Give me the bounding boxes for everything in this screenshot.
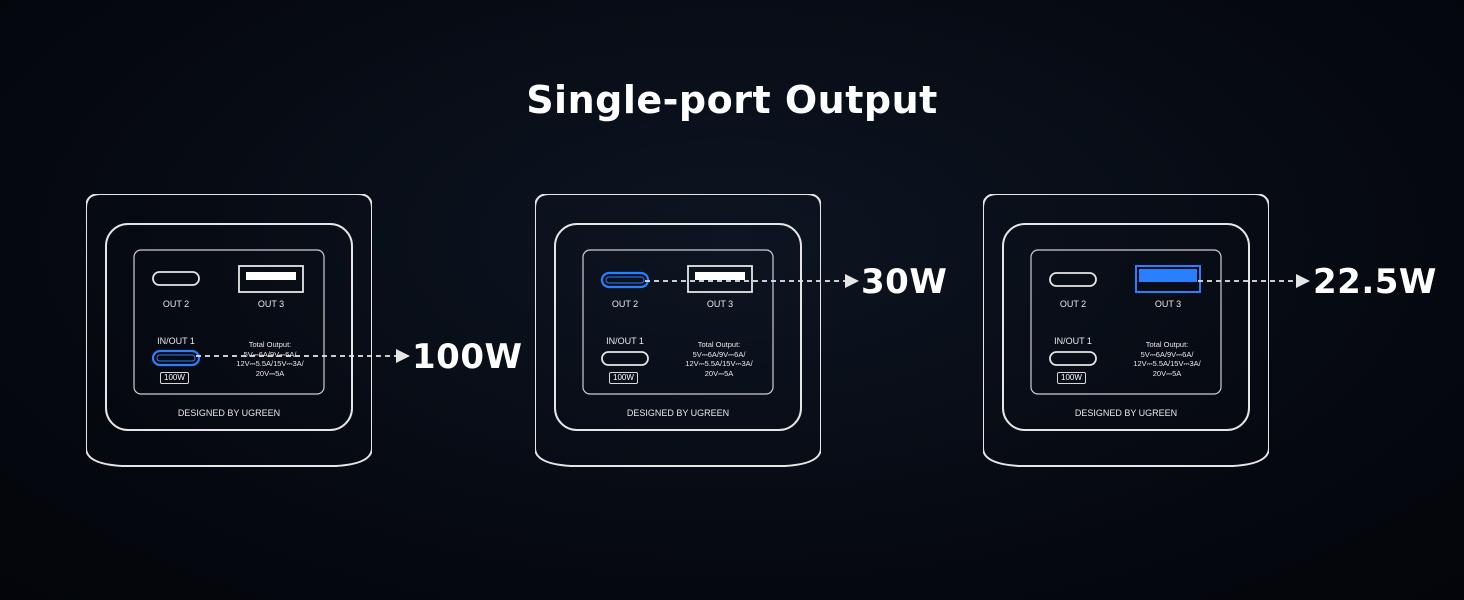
label-out3: OUT 3 xyxy=(1154,299,1182,309)
usb-c-port-inout1 xyxy=(601,351,649,366)
usb-c-port-out2 xyxy=(600,271,650,289)
usb-c-port-out2 xyxy=(152,271,200,286)
charger-3: OUT 2 OUT 3 IN/OUT 1 100W Total Output: … xyxy=(983,194,1269,468)
badge-100w: 100W xyxy=(1057,372,1086,384)
total-line1: 5V⎓6A/9V⎓6A/ xyxy=(1140,349,1194,359)
total-output-spec: Total Output: 5V⎓6A/9V⎓6A/ 12V⎓5.5A/15V⎓… xyxy=(674,340,764,378)
total-heading: Total Output: xyxy=(248,340,292,349)
label-out3: OUT 3 xyxy=(706,299,734,309)
total-heading: Total Output: xyxy=(697,340,741,349)
charger-outline xyxy=(86,194,372,467)
charger-outline xyxy=(983,194,1269,467)
label-out3: OUT 3 xyxy=(257,299,285,309)
total-line3: 20V⎓5A xyxy=(1152,368,1182,378)
label-inout1: IN/OUT 1 xyxy=(606,336,644,346)
total-heading: Total Output: xyxy=(1145,340,1189,349)
charger-2: OUT 2 OUT 3 IN/OUT 1 100W Total Output: … xyxy=(535,194,821,468)
label-out2: OUT 2 xyxy=(611,299,639,309)
designed-by-label: DESIGNED BY UGREEN xyxy=(1074,408,1178,418)
total-output-spec: Total Output: 5V⎓6A/9V⎓6A/ 12V⎓5.5A/15V⎓… xyxy=(225,340,315,378)
usb-c-port-inout1 xyxy=(1049,351,1097,366)
arrow-30w xyxy=(645,274,859,288)
usb-a-port-out3 xyxy=(687,265,753,293)
charger-outline xyxy=(535,194,821,467)
total-line3: 20V⎓5A xyxy=(704,368,734,378)
total-line2: 12V⎓5.5A/15V⎓3A/ xyxy=(685,359,753,368)
arrow-100w xyxy=(196,349,410,363)
total-line3: 20V⎓5A xyxy=(255,368,285,378)
designed-by-label: DESIGNED BY UGREEN xyxy=(177,408,281,418)
total-line1: 5V⎓6A/9V⎓6A/ xyxy=(692,349,746,359)
label-out2: OUT 2 xyxy=(162,299,190,309)
power-value-3: 22.5W xyxy=(1313,262,1437,302)
total-output-spec: Total Output: 5V⎓6A/9V⎓6A/ 12V⎓5.5A/15V⎓… xyxy=(1122,340,1212,378)
charger-1: OUT 2 OUT 3 IN/OUT 1 100W Total Output: … xyxy=(86,194,372,468)
label-inout1: IN/OUT 1 xyxy=(1054,336,1092,346)
label-out2: OUT 2 xyxy=(1059,299,1087,309)
total-line2: 12V⎓5.5A/15V⎓3A/ xyxy=(1133,359,1201,368)
total-line2: 12V⎓5.5A/15V⎓3A/ xyxy=(236,359,304,368)
usb-c-port-out2 xyxy=(1049,272,1097,287)
power-value-1: 100W xyxy=(412,337,523,377)
label-inout1: IN/OUT 1 xyxy=(157,336,195,346)
usb-c-port-inout1 xyxy=(151,349,201,367)
designed-by-label: DESIGNED BY UGREEN xyxy=(626,408,730,418)
total-line1: 5V⎓6A/9V⎓6A/ xyxy=(243,349,297,359)
badge-100w: 100W xyxy=(609,372,638,384)
badge-100w: 100W xyxy=(160,372,189,384)
page-title: Single-port Output xyxy=(526,78,938,122)
usb-a-port-out3 xyxy=(1135,265,1201,293)
power-value-2: 30W xyxy=(861,262,948,302)
usb-a-port-out3 xyxy=(238,265,304,293)
arrow-22-5w xyxy=(1198,274,1310,288)
